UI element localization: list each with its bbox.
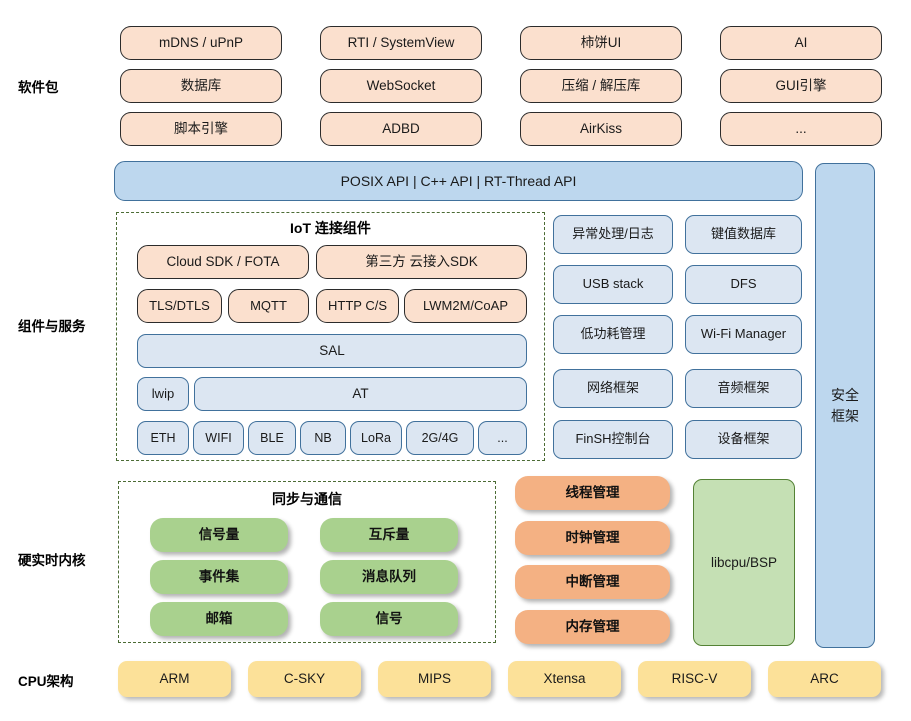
iot-box-ble[interactable]: BLE <box>248 421 296 455</box>
iot-box-cloud-sdk-fota[interactable]: Cloud SDK / FOTA <box>137 245 309 279</box>
iot-box-at[interactable]: AT <box>194 377 527 411</box>
iot-group-title: IoT 连接组件 <box>290 220 371 236</box>
package-box[interactable]: RTI / SystemView <box>320 26 482 60</box>
iot-box-mqtt[interactable]: MQTT <box>228 289 309 323</box>
package-box[interactable]: 压缩 / 解压库 <box>520 69 682 103</box>
kernel-box-mutex[interactable]: 互斥量 <box>320 518 458 552</box>
component-box-low-power[interactable]: 低功耗管理 <box>553 315 673 354</box>
cpu-arch-box-c-sky[interactable]: C-SKY <box>248 661 361 697</box>
iot-box-more[interactable]: ... <box>478 421 527 455</box>
kernel-box-semaphore[interactable]: 信号量 <box>150 518 288 552</box>
package-box[interactable]: mDNS / uPnP <box>120 26 282 60</box>
cpu-arch-box-xtensa[interactable]: Xtensa <box>508 661 621 697</box>
row-label-components-services: 组件与服务 <box>18 319 86 334</box>
iot-box-wifi[interactable]: WIFI <box>193 421 244 455</box>
package-box[interactable]: 脚本引擎 <box>120 112 282 146</box>
kernel-box-mailbox[interactable]: 邮箱 <box>150 602 288 636</box>
cpu-arch-box-arc[interactable]: ARC <box>768 661 881 697</box>
package-box[interactable]: WebSocket <box>320 69 482 103</box>
component-box-dfs[interactable]: DFS <box>685 265 802 304</box>
package-box[interactable]: 数据库 <box>120 69 282 103</box>
package-box[interactable]: AI <box>720 26 882 60</box>
iot-box-third-party-cloud-sdk[interactable]: 第三方 云接入SDK <box>316 245 527 279</box>
package-box[interactable]: ... <box>720 112 882 146</box>
iot-box-lwip[interactable]: lwip <box>137 377 189 411</box>
component-box-kv-database[interactable]: 键值数据库 <box>685 215 802 254</box>
kernel-manager-interrupt[interactable]: 中断管理 <box>515 565 670 599</box>
component-box-network-framework[interactable]: 网络框架 <box>553 369 673 408</box>
kernel-sync-group-title: 同步与通信 <box>272 491 342 507</box>
kernel-sync-group-frame <box>118 481 496 643</box>
kernel-box-signal[interactable]: 信号 <box>320 602 458 636</box>
libcpu-bsp-box[interactable]: libcpu/BSP <box>693 479 795 646</box>
iot-box-nb[interactable]: NB <box>300 421 346 455</box>
kernel-manager-memory[interactable]: 内存管理 <box>515 610 670 644</box>
security-framework-box[interactable]: 安全 框架 <box>815 163 875 648</box>
iot-group-frame <box>116 212 545 461</box>
component-box-finsh-console[interactable]: FinSH控制台 <box>553 420 673 459</box>
cpu-arch-box-arm[interactable]: ARM <box>118 661 231 697</box>
cpu-arch-box-risc-v[interactable]: RISC-V <box>638 661 751 697</box>
row-label-hard-realtime-kernel: 硬实时内核 <box>18 553 86 568</box>
row-label-software-package: 软件包 <box>18 80 59 95</box>
kernel-box-event-set[interactable]: 事件集 <box>150 560 288 594</box>
iot-box-tls-dtls[interactable]: TLS/DTLS <box>137 289 222 323</box>
kernel-manager-thread[interactable]: 线程管理 <box>515 476 670 510</box>
component-box-usb-stack[interactable]: USB stack <box>553 265 673 304</box>
component-box-device-framework[interactable]: 设备框架 <box>685 420 802 459</box>
iot-box-http-cs[interactable]: HTTP C/S <box>316 289 399 323</box>
row-label-cpu-arch: CPU架构 <box>18 674 74 689</box>
component-box-exception-log[interactable]: 异常处理/日志 <box>553 215 673 254</box>
iot-box-lwm2m-coap[interactable]: LWM2M/CoAP <box>404 289 527 323</box>
component-box-wifi-manager[interactable]: Wi-Fi Manager <box>685 315 802 354</box>
package-box[interactable]: ADBD <box>320 112 482 146</box>
iot-box-2g-4g[interactable]: 2G/4G <box>406 421 474 455</box>
iot-box-lora[interactable]: LoRa <box>350 421 402 455</box>
package-box[interactable]: 柿饼UI <box>520 26 682 60</box>
iot-box-sal[interactable]: SAL <box>137 334 527 368</box>
iot-box-eth[interactable]: ETH <box>137 421 189 455</box>
component-box-audio-framework[interactable]: 音频框架 <box>685 369 802 408</box>
cpu-arch-box-mips[interactable]: MIPS <box>378 661 491 697</box>
package-box[interactable]: GUI引擎 <box>720 69 882 103</box>
package-box[interactable]: AirKiss <box>520 112 682 146</box>
kernel-manager-clock[interactable]: 时钟管理 <box>515 521 670 555</box>
kernel-box-message-queue[interactable]: 消息队列 <box>320 560 458 594</box>
api-bar[interactable]: POSIX API | C++ API | RT-Thread API <box>114 161 803 201</box>
